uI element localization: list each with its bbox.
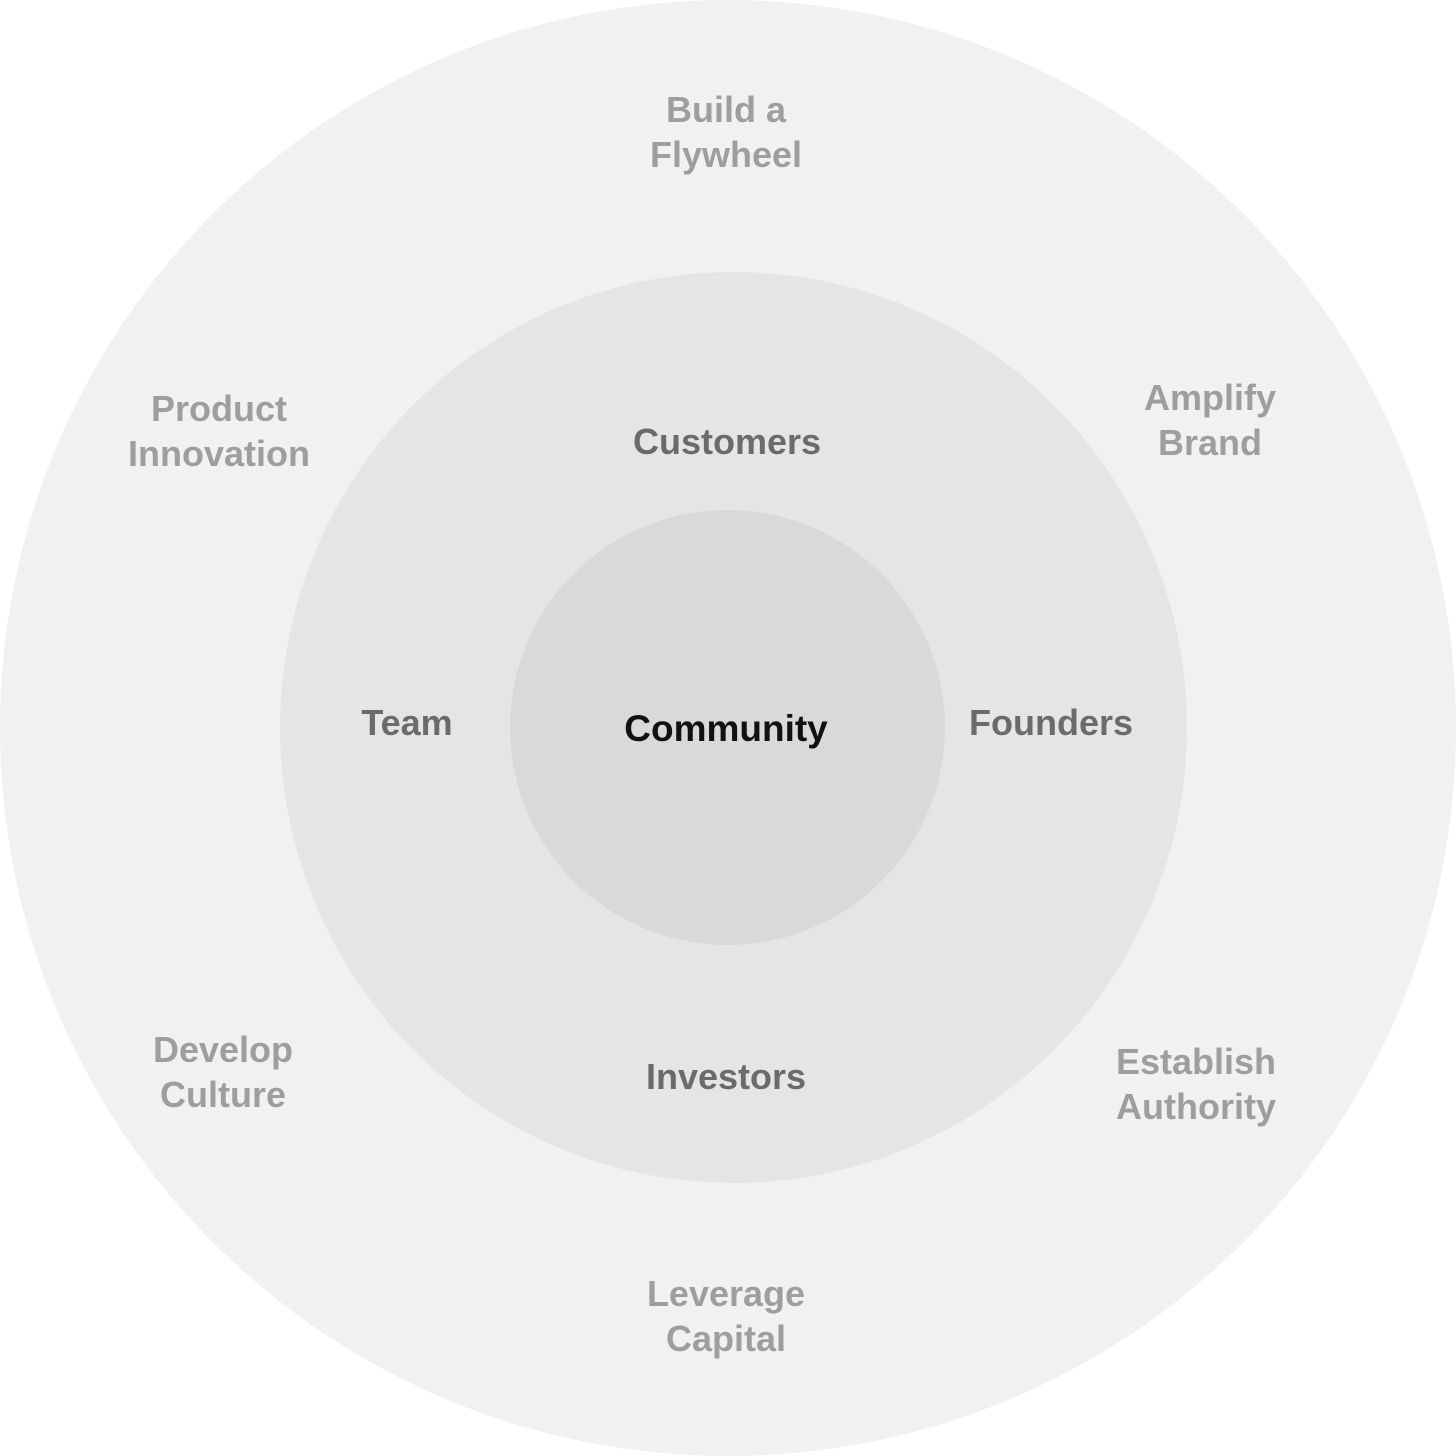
outer-label-line: Develop	[152, 1029, 294, 1070]
outer-label-line: Flywheel	[649, 134, 803, 175]
middle-label-customers: Customers	[632, 421, 822, 462]
outer-label-line: Brand	[1157, 422, 1263, 463]
outer-label-line: Capital	[665, 1318, 787, 1359]
middle-label-team: Team	[361, 702, 453, 743]
outer-label-line: Innovation	[128, 433, 310, 474]
outer-label-leverage-capital: Leverage Capital	[647, 1271, 805, 1361]
outer-label-product-innovation: Product Innovation	[128, 386, 310, 476]
outer-label-line: Establish	[1115, 1041, 1277, 1082]
outer-label-line: Amplify	[1143, 377, 1277, 418]
middle-label-investors: Investors	[645, 1056, 807, 1097]
middle-label-founders: Founders	[968, 702, 1134, 743]
outer-label-line: Build a	[665, 89, 786, 130]
outer-label-line: Authority	[1116, 1086, 1276, 1127]
outer-label-build-flywheel: Build a Flywheel	[650, 87, 802, 177]
outer-label-line: Product	[150, 388, 287, 429]
outer-label-line: Culture	[159, 1074, 286, 1115]
outer-label-develop-culture: Develop Culture	[153, 1027, 293, 1117]
outer-label-establish-authority: Establish Authority	[1116, 1039, 1276, 1129]
center-label-community: Community	[624, 708, 828, 749]
outer-label-line: Leverage	[646, 1273, 806, 1314]
outer-label-amplify-brand: Amplify Brand	[1144, 375, 1276, 465]
inner-circle	[510, 510, 945, 945]
